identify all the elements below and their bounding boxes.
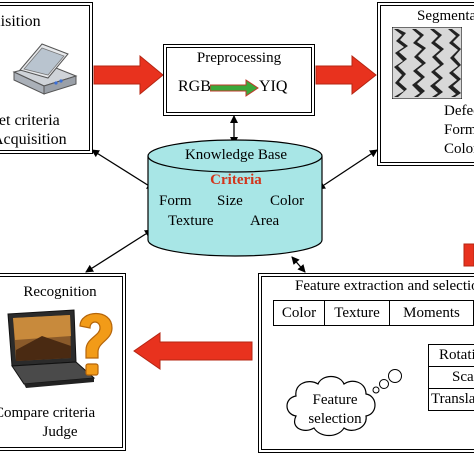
preprocessing-from-label: RGB	[178, 78, 211, 95]
segmentation-item-2: Form	[444, 122, 474, 138]
recognition-title: Recognition	[23, 284, 97, 300]
invariant-rotation-cell: Rotation	[428, 344, 474, 367]
flow-arrow-preprocessing-to-segmentation	[315, 54, 377, 96]
feature-texture-cell: Texture	[324, 300, 390, 326]
kb-criterion-area: Area	[250, 213, 280, 229]
kb-criterion-color: Color	[270, 193, 305, 209]
conversion-arrow-icon	[210, 79, 259, 97]
link-recognition-kb	[85, 229, 153, 273]
feature-extraction-title: Feature extraction and selection	[295, 278, 474, 294]
feature-moments-cell: Moments	[389, 300, 474, 326]
flow-arrow-feature-to-recognition	[133, 332, 253, 370]
preprocessing-box	[163, 44, 315, 116]
knowledge-base-cylinder	[147, 139, 323, 257]
thought-cloud	[286, 369, 402, 437]
laptop-question-icon	[7, 309, 113, 388]
flow-arrow-acquisition-to-preprocessing	[93, 54, 164, 96]
acquisition-caption-line1: Set criteria	[0, 112, 60, 129]
link-feature-kb	[291, 256, 306, 273]
flow-arrow-segmentation-to-feature	[463, 243, 474, 267]
invariant-translation-cell: Translation	[428, 388, 474, 411]
segmentation-title: Segmentation	[417, 8, 474, 24]
kb-criterion-texture: Texture	[168, 213, 214, 229]
knowledge-base-title: Knowledge Base	[184, 147, 288, 163]
scanner-icon	[12, 43, 78, 95]
recognition-caption-line2: Judge	[42, 424, 78, 440]
segmentation-item-3: Color	[444, 141, 474, 157]
acquisition-caption-line2: Acquisition	[0, 131, 67, 148]
segmentation-item-1: Defects	[444, 103, 474, 119]
feature-color-cell: Color	[273, 300, 325, 326]
recognition-caption-line1: Compare criteria	[0, 405, 96, 421]
cloud-label-line2: selection	[308, 411, 362, 427]
knowledge-base-criteria-label: Criteria	[210, 172, 262, 188]
kb-criterion-form: Form	[159, 193, 192, 209]
invariant-scale-cell: Scale	[428, 366, 474, 389]
kb-criterion-size: Size	[217, 193, 243, 209]
segmented-texture-image	[392, 27, 462, 99]
cloud-label-line1: Feature	[312, 392, 358, 408]
preprocessing-title: Preprocessing	[196, 50, 282, 66]
preprocessing-to-label: YIQ	[259, 78, 288, 95]
link-segmentation-kb	[317, 149, 378, 190]
acquisition-title: Acquisition	[0, 13, 41, 30]
link-acquisition-kb	[91, 149, 155, 190]
